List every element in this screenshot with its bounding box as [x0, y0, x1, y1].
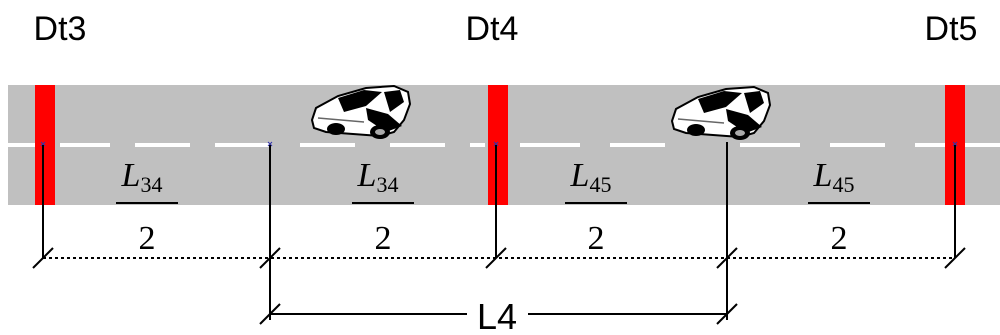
- fraction-2: L34 2: [352, 157, 414, 257]
- fraction-1: L34 2: [116, 157, 178, 257]
- svg-text:2: 2: [588, 220, 605, 257]
- midpoint-markers: [40, 141, 958, 147]
- svg-text:L34: L34: [357, 157, 399, 197]
- label-dt5: Dt5: [925, 10, 978, 48]
- svg-text:L34: L34: [121, 157, 163, 197]
- svg-text:L45: L45: [813, 157, 855, 197]
- svg-text:2: 2: [831, 220, 848, 257]
- svg-text:2: 2: [375, 220, 392, 257]
- car-2-icon: [670, 85, 772, 140]
- fraction-4: L45 2: [808, 157, 870, 257]
- segment-label-l4: L4: [477, 296, 517, 335]
- fraction-3: L45 2: [565, 157, 627, 257]
- detector-bar-dt4: [488, 85, 508, 205]
- svg-text:L45: L45: [570, 157, 612, 197]
- label-dt4: Dt4: [466, 10, 519, 48]
- car-1-icon: [310, 84, 412, 139]
- detector-bar-dt3: [35, 85, 55, 205]
- drop-lines: [42, 142, 956, 320]
- svg-text:2: 2: [139, 220, 156, 257]
- label-dt3: Dt3: [34, 10, 87, 48]
- tick-marks: [32, 247, 966, 325]
